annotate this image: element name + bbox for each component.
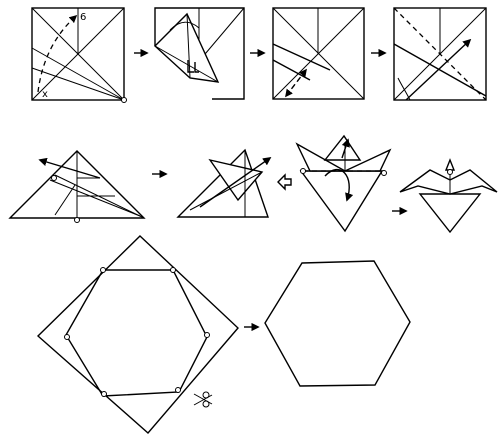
fold-arrow-icon xyxy=(199,157,272,208)
fold-arrow-icon xyxy=(444,158,456,171)
step-4 xyxy=(393,7,487,101)
fold-arrow-icon xyxy=(405,38,472,101)
scissors-icon xyxy=(193,391,213,408)
fold-arrow-icon xyxy=(187,60,194,73)
turn-over-icon xyxy=(277,173,292,191)
step-7 xyxy=(295,134,392,233)
fold-arrow-icon xyxy=(285,68,307,97)
step-8 xyxy=(399,158,498,234)
step-2 xyxy=(153,7,245,100)
scissors xyxy=(193,391,213,408)
step-1: 6 x xyxy=(31,7,127,103)
fold-arrow-icon xyxy=(38,157,101,179)
turn-over xyxy=(277,173,292,191)
step-6 xyxy=(176,148,272,218)
finished-hexagon xyxy=(264,260,411,387)
step-9 xyxy=(36,235,239,434)
fold-arrow-icon xyxy=(324,169,354,202)
step-3 xyxy=(272,7,365,100)
point-label-x: x xyxy=(42,89,48,100)
fold-arrow-icon xyxy=(37,14,78,93)
step-10 xyxy=(264,260,411,387)
step-5 xyxy=(8,150,146,223)
point-label-6: 6 xyxy=(80,12,86,23)
